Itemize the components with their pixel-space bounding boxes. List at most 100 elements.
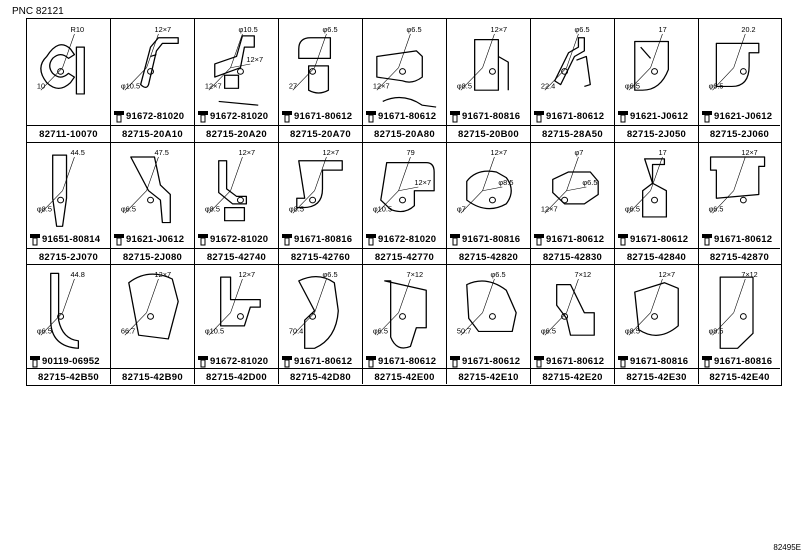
dimension-label: φ8.5 bbox=[498, 178, 513, 187]
dimension-label: R10 bbox=[70, 25, 84, 34]
part-number[interactable]: 82715-20A80 bbox=[363, 125, 446, 142]
part-number[interactable]: 82715-42E10 bbox=[447, 368, 530, 385]
bracket-drawing-icon: φ10.512×712×7 bbox=[205, 25, 263, 106]
dimension-label: 17 bbox=[658, 25, 666, 34]
dimension-label: 22.4 bbox=[541, 82, 555, 91]
part-number[interactable]: 82711-10070 bbox=[27, 125, 110, 142]
bolt-part-number: 91671-80816 bbox=[630, 355, 689, 367]
bolt-part-number: 91671-80612 bbox=[546, 355, 605, 367]
bracket-drawing-icon: φ6.522.4 bbox=[541, 25, 591, 91]
bolt-part-number: 91671-80816 bbox=[462, 110, 521, 122]
part-number[interactable]: 82715-2J070 bbox=[27, 248, 110, 265]
bracket-drawing-icon: 44.5φ8.5 bbox=[37, 148, 85, 227]
bolt-icon bbox=[198, 355, 208, 367]
dimension-label: φ8.5 bbox=[37, 205, 52, 214]
part-number[interactable]: 82715-42E00 bbox=[363, 368, 446, 385]
bracket-drawing-icon: 47.5φ6.5 bbox=[121, 148, 171, 224]
row-divider bbox=[27, 142, 781, 143]
part-number[interactable]: 82715-20A20 bbox=[195, 125, 278, 142]
dimension-label: φ10.5 bbox=[238, 25, 257, 34]
part-number[interactable]: 82715-42740 bbox=[195, 248, 278, 265]
bolt-callout: 91671-80612 bbox=[365, 109, 436, 123]
part-number[interactable]: 82715-42D80 bbox=[279, 368, 362, 385]
bolt-icon bbox=[282, 110, 292, 122]
dimension-label: 12×7 bbox=[414, 178, 431, 187]
part-number[interactable]: 82715-42E20 bbox=[531, 368, 614, 385]
pnc-label: PNC 82121 bbox=[12, 6, 64, 17]
bracket-drawing-icon: φ6.550.7 bbox=[457, 270, 517, 336]
part-number[interactable]: 82715-20B00 bbox=[447, 125, 530, 142]
part-number[interactable]: 82715-28A50 bbox=[531, 125, 614, 142]
part-number[interactable]: 82715-42820 bbox=[447, 248, 530, 265]
part-number[interactable]: 82715-42E30 bbox=[615, 368, 698, 385]
bolt-callout: 91671-80816 bbox=[281, 232, 352, 246]
bolt-callout: 91672-81020 bbox=[113, 109, 184, 123]
part-drawing: φ712×7φ6.5 bbox=[531, 142, 614, 231]
part-number[interactable]: 82715-2J080 bbox=[111, 248, 194, 265]
part-number[interactable]: 82715-42D00 bbox=[195, 368, 278, 385]
bolt-icon bbox=[534, 233, 544, 245]
part-number[interactable]: 82715-20A70 bbox=[279, 125, 362, 142]
part-number[interactable]: 82715-42760 bbox=[279, 248, 362, 265]
part-number[interactable]: 82715-2J060 bbox=[699, 125, 780, 142]
dimension-label: 20.2 bbox=[741, 26, 755, 34]
bolt-callout: 91671-80816 bbox=[701, 354, 772, 368]
illustration-id: 82495E bbox=[773, 543, 801, 552]
bolt-icon bbox=[282, 233, 292, 245]
row-divider bbox=[27, 264, 781, 265]
bolt-icon bbox=[450, 233, 460, 245]
bolt-icon bbox=[534, 110, 544, 122]
part-number[interactable]: 82715-42830 bbox=[531, 248, 614, 265]
part-number[interactable]: 82715-42B90 bbox=[111, 368, 194, 385]
bolt-part-number: 91651-80814 bbox=[42, 233, 101, 245]
dimension-label: 44.8 bbox=[70, 270, 84, 279]
bolt-icon bbox=[618, 233, 628, 245]
part-number[interactable]: 82715-42B50 bbox=[27, 368, 110, 385]
dimension-label: 79 bbox=[406, 148, 414, 157]
bracket-drawing-icon: φ6.512×7 bbox=[373, 25, 437, 108]
part-number[interactable]: 82715-2J050 bbox=[615, 125, 698, 142]
bolt-part-number: 91621-J0612 bbox=[630, 110, 689, 122]
bolt-part-number: 91672-81020 bbox=[126, 110, 185, 122]
part-number[interactable]: 82715-42770 bbox=[363, 248, 446, 265]
part-number[interactable]: 82715-20A10 bbox=[111, 125, 194, 142]
part-number[interactable]: 82715-42840 bbox=[615, 248, 698, 265]
part-number[interactable]: 82715-42E40 bbox=[699, 368, 780, 385]
part-number[interactable]: 82715-42870 bbox=[699, 248, 780, 265]
